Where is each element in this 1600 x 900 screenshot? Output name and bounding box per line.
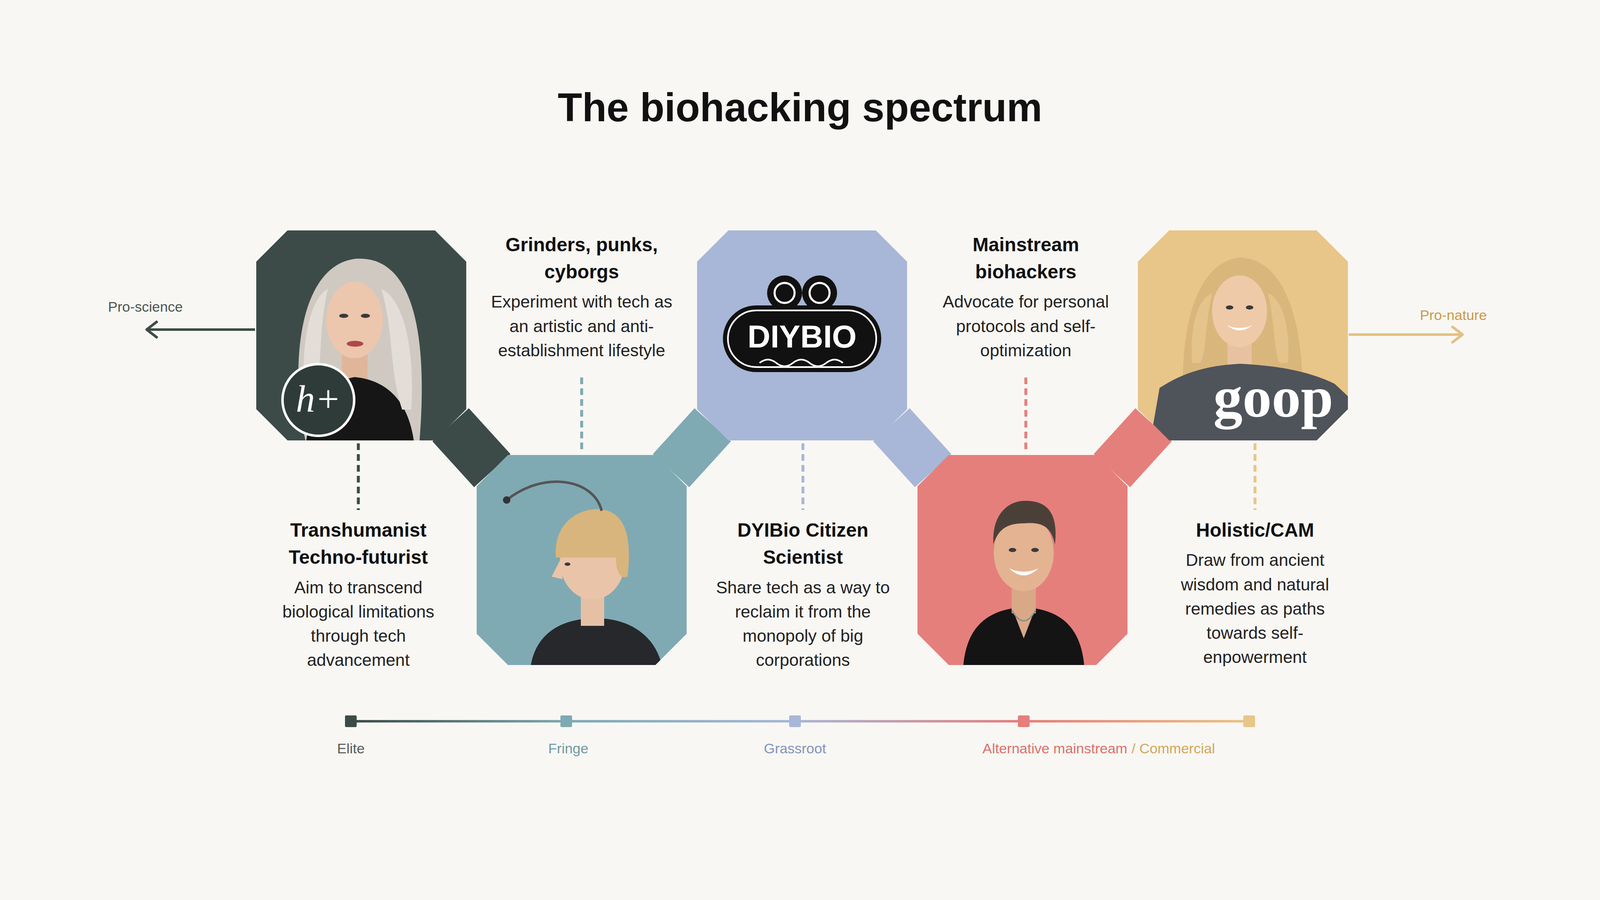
- goggle: [767, 275, 803, 311]
- hair-lock: [381, 288, 413, 410]
- hair-lock: [1191, 292, 1213, 363]
- caption-block: Grinders, punks, cyborgsExperiment with …: [483, 231, 680, 363]
- connector-band: [671, 425, 713, 471]
- lips: [346, 340, 364, 347]
- leader-line: [580, 377, 584, 453]
- axis-arrow-head: [146, 321, 158, 338]
- octagon-shape: [917, 455, 1128, 665]
- octagon-frame: [917, 455, 1128, 665]
- leader-line: [1024, 377, 1028, 453]
- logo-text-block: DIYBIO: [747, 318, 857, 355]
- eye: [1225, 305, 1234, 310]
- legend-swatch: [1243, 715, 1255, 728]
- node-heading: Mainstream biohackers: [927, 231, 1124, 286]
- logo-ring: [282, 364, 355, 436]
- connector-band: [891, 425, 934, 471]
- nose: [551, 557, 563, 580]
- face: [1212, 275, 1268, 348]
- octagon-shape: [476, 455, 687, 665]
- portrait-octagon: Grinders, punks, cyborgsExperiment with …: [476, 455, 687, 665]
- eye: [564, 562, 571, 566]
- antenna: [506, 481, 602, 511]
- portrait-illustration: [282, 258, 422, 441]
- portrait-octagon: Transhumanist Techno-futuristAim to tran…: [256, 230, 467, 441]
- neck: [1011, 607, 1036, 639]
- axis-label-block: Pro-nature: [1420, 307, 1488, 324]
- legend-label: Elite: [337, 740, 365, 758]
- connector-band: [1112, 425, 1154, 471]
- caption-block: DYIBio Citizen ScientistShare tech as a …: [705, 516, 901, 673]
- node-description: Advocate for personal protocols and self…: [927, 289, 1124, 363]
- legend-swatch: [1017, 715, 1030, 728]
- octagon-shape: [1137, 230, 1348, 441]
- node-description: Experiment with tech as an artistic and …: [483, 289, 680, 363]
- logo-text: goop: [1213, 363, 1334, 431]
- axis-label-block: Pro-science: [107, 298, 183, 315]
- smile: [1227, 325, 1253, 331]
- leader-line: [1253, 443, 1257, 510]
- octagon-shape: [256, 230, 467, 441]
- portrait-illustration: [502, 481, 662, 665]
- goggle: [802, 275, 838, 311]
- connector-band: [450, 425, 493, 471]
- node-heading: Holistic/CAM: [1157, 516, 1353, 544]
- node-heading: Transhumanist Techno-futurist: [260, 516, 457, 572]
- octagon-frame: [256, 230, 467, 441]
- legend-swatch: [560, 715, 573, 728]
- goggle-lens: [809, 282, 830, 303]
- axis-arrow-line: [1348, 333, 1462, 336]
- caption-block: Transhumanist Techno-futuristAim to tran…: [260, 516, 457, 673]
- octagon-frame: [476, 455, 687, 665]
- node-description: Aim to transcend biological limitations …: [260, 575, 457, 673]
- antenna-tip: [502, 496, 511, 504]
- axis-label: Pro-nature: [1420, 307, 1488, 324]
- caption-block: Holistic/CAM Draw from ancient wisdom and…: [1157, 516, 1353, 670]
- node-heading: DYIBio Citizen Scientist: [705, 516, 901, 572]
- eye: [1008, 547, 1017, 553]
- leader-line: [357, 443, 360, 510]
- axis-label: Pro-science: [107, 298, 183, 315]
- legend-label: Grassroot: [763, 740, 826, 758]
- logo-text-block: goop: [1213, 363, 1334, 431]
- clothing: [963, 607, 1085, 665]
- node-description: Draw from ancient wisdom and natural rem…: [1157, 547, 1353, 670]
- logo-text-block: h+: [295, 377, 341, 422]
- hair: [993, 500, 1056, 545]
- portrait-octagon: Mainstream biohackersAdvocate for person…: [917, 455, 1128, 665]
- octagon-shape: [697, 230, 908, 441]
- node-description: Share tech as a way to reclaim it from t…: [705, 575, 901, 673]
- eye: [339, 313, 349, 318]
- caption-block: Mainstream biohackersAdvocate for person…: [927, 231, 1124, 363]
- face: [326, 281, 383, 359]
- logo-text: DIYBIO: [747, 318, 857, 355]
- legend-label: Alternative mainstream: [982, 740, 1128, 758]
- axis-arrow-head: [1451, 326, 1463, 343]
- necklace: [1011, 610, 1036, 621]
- logo-text: h+: [295, 377, 341, 422]
- eye: [1245, 305, 1254, 310]
- eye: [1031, 547, 1039, 553]
- portrait-illustration: [1150, 257, 1348, 441]
- diagram-title: The biohacking spectrum: [0, 83, 1600, 132]
- hair-lock: [1267, 292, 1289, 363]
- leader-line: [801, 443, 805, 510]
- smile: [1009, 568, 1039, 576]
- logo-badge: [722, 305, 882, 373]
- portrait-illustration: [963, 500, 1085, 665]
- logo-ring: [727, 310, 877, 368]
- dna-wave: [759, 359, 843, 367]
- hair: [555, 509, 630, 578]
- title-block: The biohacking spectrum: [0, 83, 1600, 132]
- portrait-illustration: [722, 275, 882, 373]
- legend-swatch: [789, 715, 801, 728]
- axis-arrow-line: [147, 328, 255, 331]
- eye: [360, 313, 370, 318]
- legend-swatch: [345, 715, 357, 728]
- legend-label: / Commercial: [1131, 740, 1215, 758]
- legend-label: Fringe: [548, 740, 589, 758]
- goggle-lens: [774, 282, 795, 303]
- node-heading: Grinders, punks, cyborgs: [483, 231, 680, 286]
